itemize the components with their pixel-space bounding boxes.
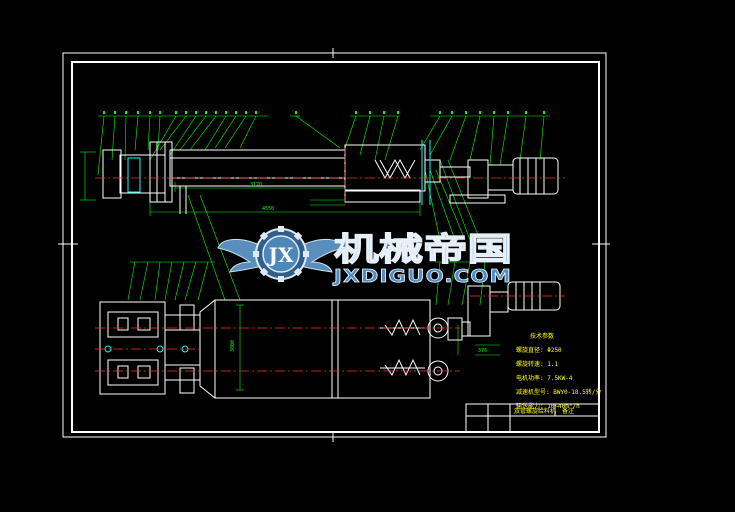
tech-param: 螺旋转速: 1.1 bbox=[516, 360, 558, 368]
elevation-view bbox=[80, 111, 565, 301]
tech-params: 技术参数 螺旋直径: Φ250 螺旋转速: 1.1 电机功率: 7.5KW-4 … bbox=[516, 332, 601, 410]
tech-params-heading: 技术参数 bbox=[530, 332, 554, 340]
drawing-title: 双管螺旋给料机 bbox=[514, 407, 556, 415]
title-block bbox=[465, 403, 600, 433]
dim-label: 4550 bbox=[262, 206, 274, 212]
tech-param: 电机功率: 7.5KW-4 bbox=[516, 374, 573, 382]
plan-view bbox=[95, 261, 565, 399]
watermark-emblem: JX bbox=[267, 243, 294, 267]
dim-label: 3170 bbox=[250, 182, 262, 188]
watermark-logo: JX bbox=[217, 226, 345, 282]
dim-label: 3000 bbox=[230, 340, 236, 352]
watermark-title-en: JXDIGUO.COM bbox=[332, 266, 512, 287]
tech-param: 螺旋直径: Φ250 bbox=[516, 346, 562, 354]
tech-param: 减速机型号: BWY0-18.5转/分 bbox=[516, 388, 601, 396]
watermark-title-cn: 机械帝国 bbox=[334, 230, 512, 268]
tech-param: 输送能力: 10~40m³/h bbox=[516, 402, 580, 410]
title-block-header: 备注 bbox=[562, 407, 574, 415]
dim-label: 370 bbox=[478, 348, 487, 354]
sheet-border bbox=[58, 48, 610, 442]
